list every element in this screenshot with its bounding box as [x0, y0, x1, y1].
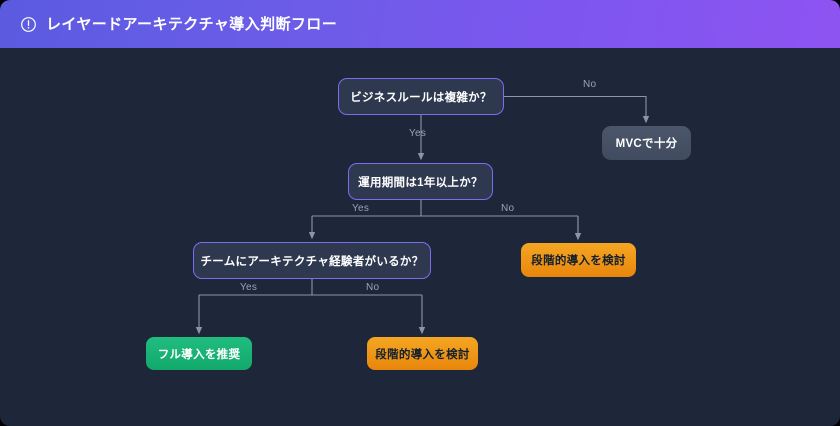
page-title: レイヤードアーキテクチャ導入判断フロー [46, 15, 338, 33]
edge-label-q2-no: No [501, 203, 515, 214]
diagram-canvas: No Yes Yes No Yes No ビジネスルールは複雑か？ MVCで十分… [0, 48, 840, 426]
header-bar: レイヤードアーキテクチャ導入判断フロー [0, 0, 840, 48]
edge-label-q1-yes: Yes [409, 128, 427, 139]
node-outcome-phased-adoption-upper[interactable]: 段階的導入を検討 [521, 243, 636, 277]
edge-label-q3-no: No [366, 282, 380, 293]
node-decision-operation-period[interactable]: 運用期間は1年以上か？ [348, 163, 493, 200]
edge-label-q2-yes: Yes [352, 203, 370, 214]
node-outcome-mvc[interactable]: MVCで十分 [602, 126, 691, 160]
edge-label-q3-yes: Yes [240, 282, 258, 293]
edge-label-q1-no: No [583, 79, 597, 90]
node-outcome-phased-adoption-lower[interactable]: 段階的導入を検討 [367, 337, 478, 370]
exclamation-circle-icon [21, 16, 36, 32]
node-decision-business-rules[interactable]: ビジネスルールは複雑か？ [338, 78, 504, 115]
node-decision-team-experience[interactable]: チームにアーキテクチャ経験者がいるか？ [193, 242, 431, 279]
edge-q1-no [504, 95, 650, 124]
node-outcome-full-adoption[interactable]: フル導入を推奨 [146, 337, 252, 370]
